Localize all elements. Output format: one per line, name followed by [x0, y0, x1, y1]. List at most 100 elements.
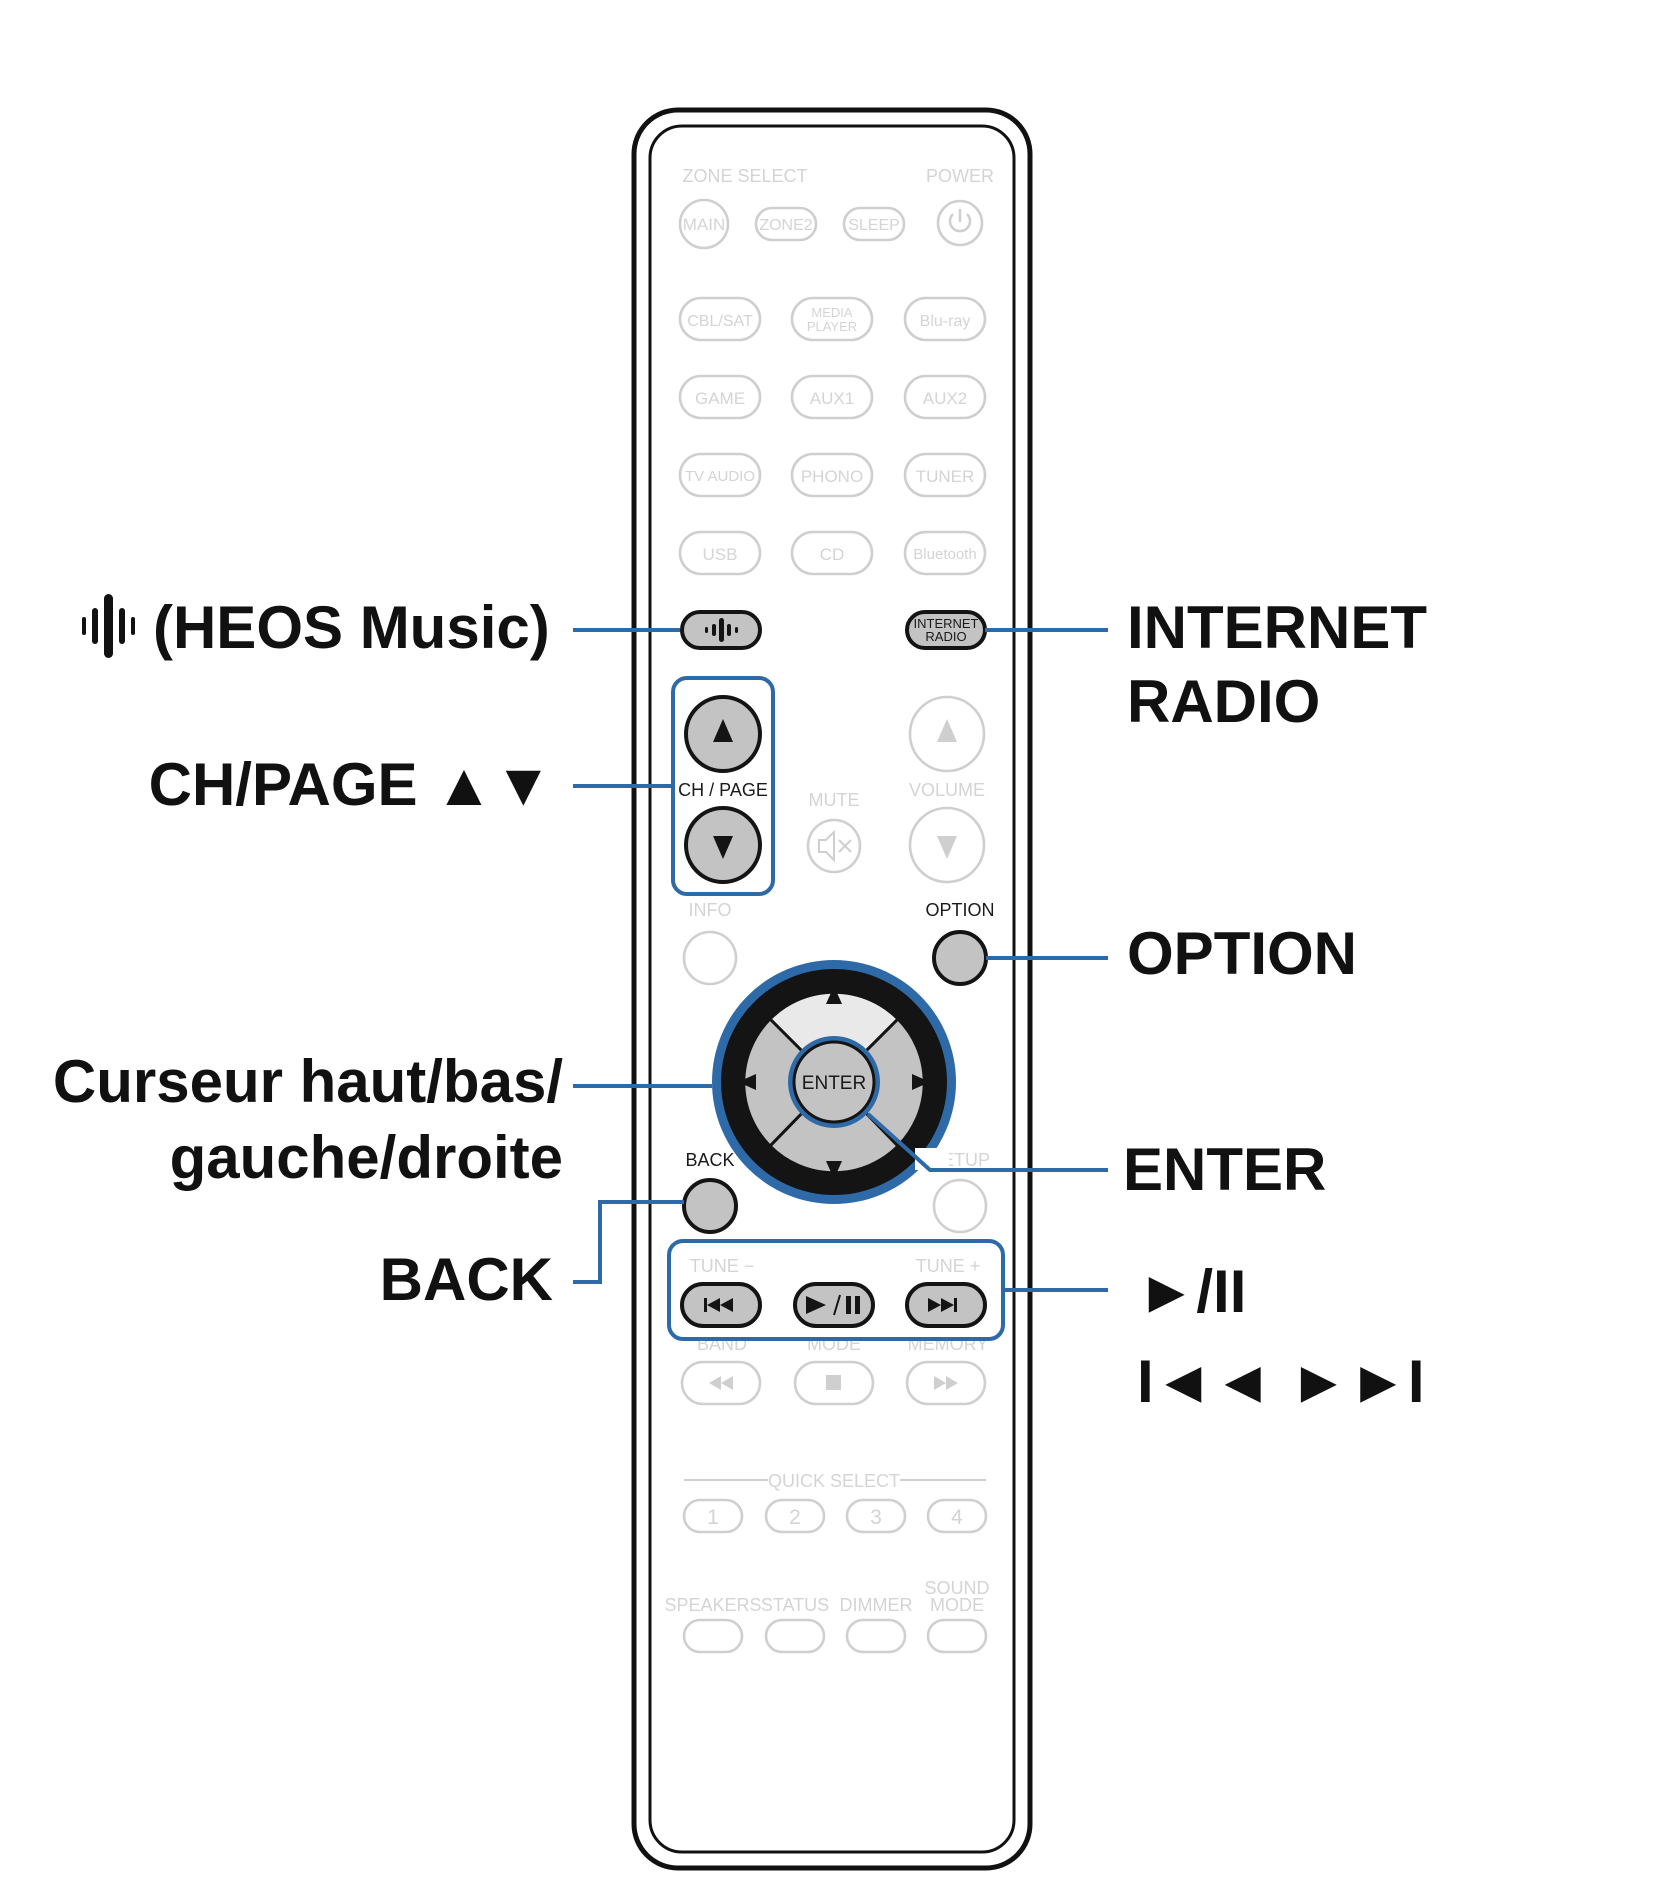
- phono-button[interactable]: PHONO: [790, 452, 874, 498]
- mute-button[interactable]: [806, 818, 862, 874]
- triangle-down-icon: [713, 836, 733, 859]
- tv-audio-button[interactable]: TV AUDIO: [678, 452, 762, 498]
- ch-page-callout: CH/PAGE ▲▼: [149, 751, 553, 818]
- play-pause-callout: ►/II: [1137, 1258, 1246, 1325]
- info-button[interactable]: [682, 930, 738, 986]
- aux2-button[interactable]: AUX2: [903, 374, 987, 420]
- sound-label: SOUND: [924, 1578, 989, 1598]
- quick-select-1-button[interactable]: 1: [682, 1498, 744, 1534]
- player-label: PLAYER: [807, 319, 857, 334]
- speakers-button[interactable]: [682, 1618, 744, 1654]
- volume-down-button[interactable]: [908, 806, 986, 884]
- tuner-label: TUNER: [916, 467, 975, 486]
- back-callout: BACK: [380, 1246, 553, 1313]
- heos-icon: [705, 618, 738, 642]
- enter-button[interactable]: [792, 1040, 876, 1124]
- option-label: OPTION: [925, 900, 994, 920]
- tune-plus-label: TUNE +: [916, 1256, 981, 1276]
- back-button[interactable]: [682, 1178, 738, 1234]
- bluray-label: Blu-ray: [920, 313, 971, 330]
- aux2-label: AUX2: [923, 389, 967, 408]
- power-icon: [948, 209, 972, 233]
- cd-label: CD: [820, 545, 845, 564]
- quick-select-label: QUICK SELECT: [768, 1471, 900, 1491]
- ch-page-label: CH / PAGE: [678, 780, 768, 800]
- arrow-up-icon: [826, 986, 842, 1004]
- ch-page-up-button[interactable]: [684, 695, 762, 773]
- rewind-button[interactable]: [680, 1360, 762, 1406]
- internet-radio-button[interactable]: INTERNET RADIO: [905, 610, 987, 650]
- play-pause-button[interactable]: [793, 1282, 875, 1328]
- fast-forward-button[interactable]: [905, 1360, 987, 1406]
- info-label: INFO: [689, 900, 732, 920]
- enter-callout: ENTER: [1123, 1136, 1326, 1203]
- status-button[interactable]: [764, 1618, 826, 1654]
- aux1-label: AUX1: [810, 389, 854, 408]
- game-button[interactable]: GAME: [678, 374, 762, 420]
- volume-up-button[interactable]: [908, 695, 986, 773]
- option-button[interactable]: [932, 930, 988, 986]
- main-label: MAIN: [683, 215, 726, 234]
- setup-button[interactable]: [932, 1178, 988, 1234]
- tune-minus-label: TUNE −: [690, 1256, 755, 1276]
- triangle-up-icon: [937, 719, 957, 742]
- cursor-callout-line2: gauche/droite: [170, 1124, 563, 1191]
- speaker-mute-icon: [818, 829, 852, 863]
- enter-label: ENTER: [802, 1073, 866, 1094]
- cd-button[interactable]: CD: [790, 530, 874, 576]
- quick-select-3-label: 3: [870, 1506, 882, 1529]
- quick-select-2-button[interactable]: 2: [764, 1498, 826, 1534]
- arrow-left-icon: [738, 1074, 756, 1090]
- heos-callout-icon: [82, 594, 135, 658]
- dimmer-label: DIMMER: [840, 1595, 913, 1615]
- main-button[interactable]: MAIN: [678, 198, 730, 250]
- bluray-button[interactable]: Blu-ray: [903, 296, 987, 342]
- quick-select-4-label: 4: [951, 1506, 963, 1529]
- internet-label: INTERNET: [914, 616, 979, 631]
- remote-body-inner: [648, 124, 1016, 1854]
- quick-select-1-label: 1: [707, 1506, 719, 1529]
- back-label: BACK: [685, 1150, 734, 1170]
- stop-button[interactable]: [793, 1360, 875, 1406]
- arrow-down-icon: [826, 1161, 842, 1179]
- bluetooth-button[interactable]: Bluetooth: [903, 530, 987, 576]
- heos-callout: (HEOS Music): [153, 594, 550, 661]
- cursor-callout-line1: Curseur haut/bas/: [53, 1048, 563, 1115]
- quick-select-4-button[interactable]: 4: [926, 1498, 988, 1534]
- speakers-label: SPEAKERS: [664, 1595, 761, 1615]
- zone2-button[interactable]: ZONE2: [754, 206, 818, 242]
- rewind-icon: [709, 1376, 733, 1390]
- zone2-label: ZONE2: [759, 217, 812, 234]
- dimmer-button[interactable]: [845, 1618, 907, 1654]
- fast-forward-icon: [934, 1376, 958, 1390]
- radio-callout: RADIO: [1127, 668, 1320, 735]
- skip-forward-icon: [928, 1298, 957, 1312]
- usb-label: USB: [703, 545, 738, 564]
- sound-mode-button[interactable]: [926, 1618, 988, 1654]
- play-pause-icon: [806, 1294, 860, 1316]
- quick-select-3-button[interactable]: 3: [845, 1498, 907, 1534]
- arrow-right-icon: [912, 1074, 930, 1090]
- volume-label: VOLUME: [909, 780, 985, 800]
- option-callout: OPTION: [1127, 920, 1357, 987]
- skip-back-button[interactable]: [680, 1282, 762, 1328]
- usb-button[interactable]: USB: [678, 530, 762, 576]
- tuner-button[interactable]: TUNER: [903, 452, 987, 498]
- cbl-sat-button[interactable]: CBL/SAT: [678, 296, 762, 342]
- status-label: STATUS: [761, 1595, 829, 1615]
- game-label: GAME: [695, 389, 745, 408]
- enter-leader: [866, 1112, 1108, 1172]
- sleep-button[interactable]: SLEEP: [842, 206, 906, 242]
- aux1-button[interactable]: AUX1: [790, 374, 874, 420]
- media-player-button[interactable]: MEDIA PLAYER: [790, 296, 874, 342]
- power-button[interactable]: [936, 199, 984, 247]
- internet-callout: INTERNET: [1127, 594, 1427, 661]
- phono-label: PHONO: [801, 467, 863, 486]
- ch-page-down-button[interactable]: [684, 806, 762, 884]
- triangle-down-icon: [937, 836, 957, 859]
- heos-music-button[interactable]: [680, 610, 762, 650]
- stop-icon: [826, 1375, 841, 1390]
- media-label: MEDIA: [811, 305, 853, 320]
- skip-forward-button[interactable]: [905, 1282, 987, 1328]
